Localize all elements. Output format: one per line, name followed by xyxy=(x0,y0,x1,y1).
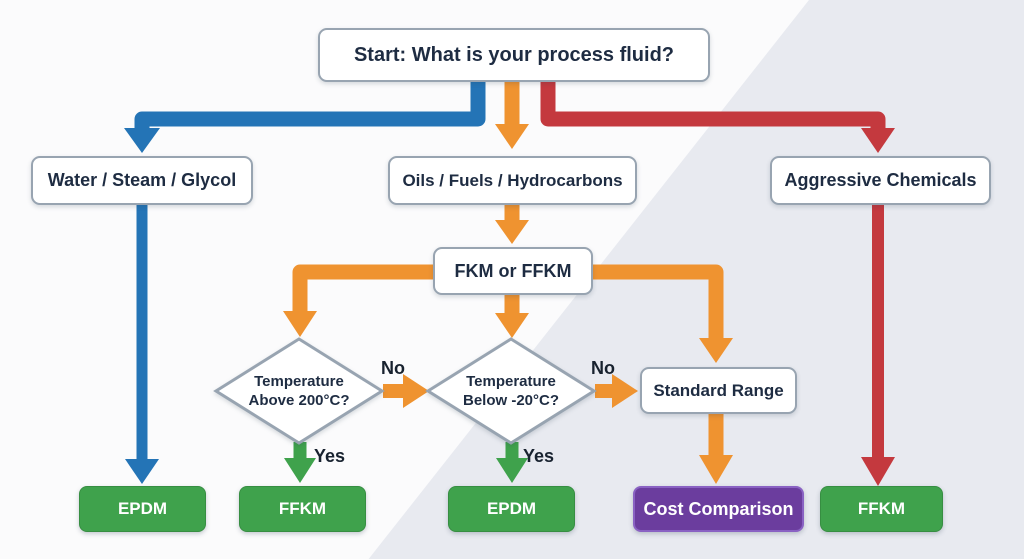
result-cost-label: Cost Comparison xyxy=(643,498,794,519)
arrowhead-diamond2-yes xyxy=(496,458,528,483)
diamond1-label: Temperature Above 200°C? xyxy=(216,339,382,443)
result-epdm-middle-label: EPDM xyxy=(486,499,537,518)
result-ffkm-right: FFKM xyxy=(820,486,943,532)
node-aggressive-chemicals: Aggressive Chemicals xyxy=(770,156,991,205)
arrowhead-fkm-to-diamond1 xyxy=(283,311,317,337)
result-ffkm-left: FFKM xyxy=(239,486,366,532)
diamond2-line2: Below -20°C? xyxy=(462,392,559,409)
node-oils-label: Oils / Fuels / Hydrocarbons xyxy=(402,170,623,190)
edge-label-yes-2: Yes xyxy=(523,446,555,466)
node-standard-label: Standard Range xyxy=(653,380,784,400)
node-water-label: Water / Steam / Glycol xyxy=(47,170,237,190)
node-start: Start: What is your process fluid? xyxy=(318,28,710,82)
result-cost-comparison: Cost Comparison xyxy=(633,486,804,532)
node-water-steam-glycol: Water / Steam / Glycol xyxy=(31,156,253,205)
node-fkm-label: FKM or FFKM xyxy=(454,260,572,281)
arrow-fkm-to-standard xyxy=(592,264,724,339)
diamond2-label: Temperature Below -20°C? xyxy=(428,339,594,443)
node-start-label: Start: What is your process fluid? xyxy=(353,43,675,66)
diamond2-line1: Temperature xyxy=(466,372,556,390)
arrowhead-standard-to-cost xyxy=(699,455,733,484)
node-aggressive-label: Aggressive Chemicals xyxy=(784,170,977,190)
diamond1-line1: Temperature xyxy=(254,372,344,390)
result-epdm-left: EPDM xyxy=(79,486,206,532)
arrow-fkm-to-diamond1 xyxy=(292,264,434,312)
result-ffkm-left-label: FFKM xyxy=(278,499,327,518)
arrowhead-aggressive-to-ffkm xyxy=(861,457,895,486)
arrowhead-diamond2-no xyxy=(612,374,638,408)
edge-label-yes-1: Yes xyxy=(314,446,346,466)
edge-label-no-2: No xyxy=(591,358,615,378)
arrowhead-start-to-water xyxy=(124,128,160,153)
diamond1-line2: Above 200°C? xyxy=(248,392,350,409)
arrowhead-fkm-to-standard xyxy=(699,338,733,363)
arrowhead-oils-to-fkm xyxy=(495,220,529,244)
arrow-start-to-water xyxy=(134,82,486,129)
diamond-temp-above-200 xyxy=(213,337,385,445)
arrowhead-water-to-epdm xyxy=(125,459,159,484)
node-fkm-or-ffkm: FKM or FFKM xyxy=(433,247,593,295)
diamond-temp-below-minus20 xyxy=(425,337,597,445)
arrowhead-start-to-oils xyxy=(495,124,529,149)
arrowhead-fkm-to-diamond2 xyxy=(495,313,529,338)
arrowhead-diamond1-yes xyxy=(284,458,316,483)
result-ffkm-right-label: FFKM xyxy=(857,499,906,518)
node-oils-fuels-hydrocarbons: Oils / Fuels / Hydrocarbons xyxy=(388,156,637,205)
edge-label-no-1: No xyxy=(381,358,405,378)
result-epdm-middle: EPDM xyxy=(448,486,575,532)
node-standard-range: Standard Range xyxy=(640,367,797,414)
arrow-start-to-aggressive xyxy=(540,82,886,129)
arrowhead-start-to-aggressive xyxy=(861,128,895,153)
arrowhead-diamond1-no xyxy=(403,374,429,408)
result-epdm-left-label: EPDM xyxy=(117,499,168,518)
